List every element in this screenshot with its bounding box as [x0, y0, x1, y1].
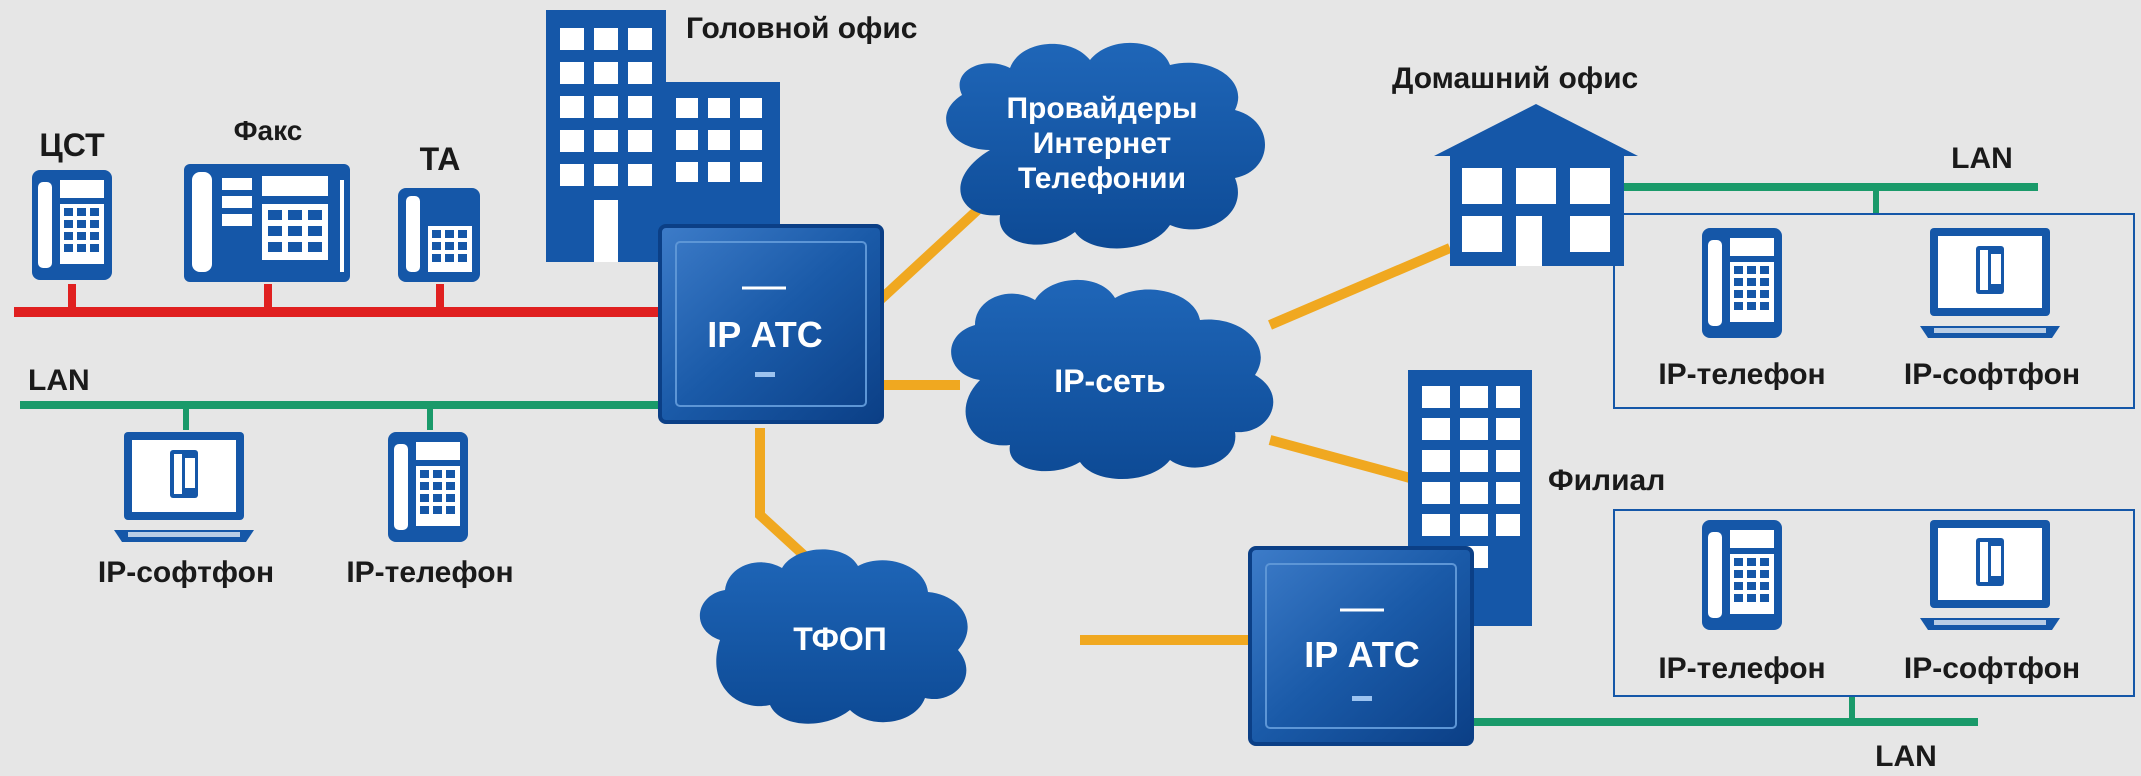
link-pbx-pstn	[755, 428, 824, 574]
cst-phone-icon	[32, 170, 112, 280]
home-office-house-icon	[1434, 104, 1638, 266]
link-ipnet-branch	[1268, 435, 1412, 483]
softphone-home-label: IP-софтфон	[1904, 358, 2080, 391]
lan-home-label: LAN	[1951, 142, 2013, 175]
cloud-pstn: ТФОП	[699, 549, 968, 724]
lan-branch-label: LAN	[1875, 740, 1937, 773]
cloud-ipnet-label: IP-сеть	[1054, 363, 1165, 399]
link-ipnet-home	[1268, 243, 1452, 330]
branch-devices-box	[1613, 509, 2135, 697]
fax-label: Факс	[234, 115, 303, 146]
home-office-label: Домашний офис	[1392, 62, 1638, 95]
ta-label: ТА	[420, 141, 461, 177]
fax-icon	[184, 164, 350, 282]
cloud-ipnet: IP-сеть	[951, 279, 1274, 480]
cloud-providers-line2: Интернет	[1033, 127, 1172, 160]
softphone-left-label: IP-софтфон	[98, 556, 274, 589]
ipphone-home-label: IP-телефон	[1658, 358, 1825, 391]
cloud-providers-line3: Телефонии	[1018, 162, 1186, 195]
ipphone-branch-label: IP-телефон	[1658, 652, 1825, 685]
branch-pbx-label: IP АТС	[1304, 634, 1420, 675]
softphone-branch-label: IP-софтфон	[1904, 652, 2080, 685]
ipphone-left-label: IP-телефон	[346, 556, 513, 589]
ta-phone-icon	[398, 188, 480, 282]
main-pbx: IP АТС	[658, 224, 884, 424]
home-devices-box	[1613, 213, 2135, 409]
softphone-branch-icon	[1920, 520, 2060, 630]
softphone-home-icon	[1920, 228, 2060, 338]
softphone-left-icon	[114, 432, 254, 542]
ipphone-home-icon	[1702, 228, 1782, 338]
head-office-label: Головной офис	[686, 12, 917, 45]
branch-label: Филиал	[1548, 464, 1665, 497]
lan-left-label: LAN	[28, 364, 90, 397]
branch-pbx: IP АТС	[1248, 546, 1474, 746]
ipphone-branch-icon	[1702, 520, 1782, 630]
cloud-providers: Провайдеры Интернет Телефонии	[946, 42, 1265, 249]
ipphone-left-icon	[388, 432, 468, 542]
cloud-pstn-label: ТФОП	[793, 621, 887, 657]
cst-label: ЦСТ	[39, 127, 105, 163]
cloud-providers-line1: Провайдеры	[1006, 92, 1197, 125]
main-pbx-label: IP АТС	[707, 314, 823, 355]
